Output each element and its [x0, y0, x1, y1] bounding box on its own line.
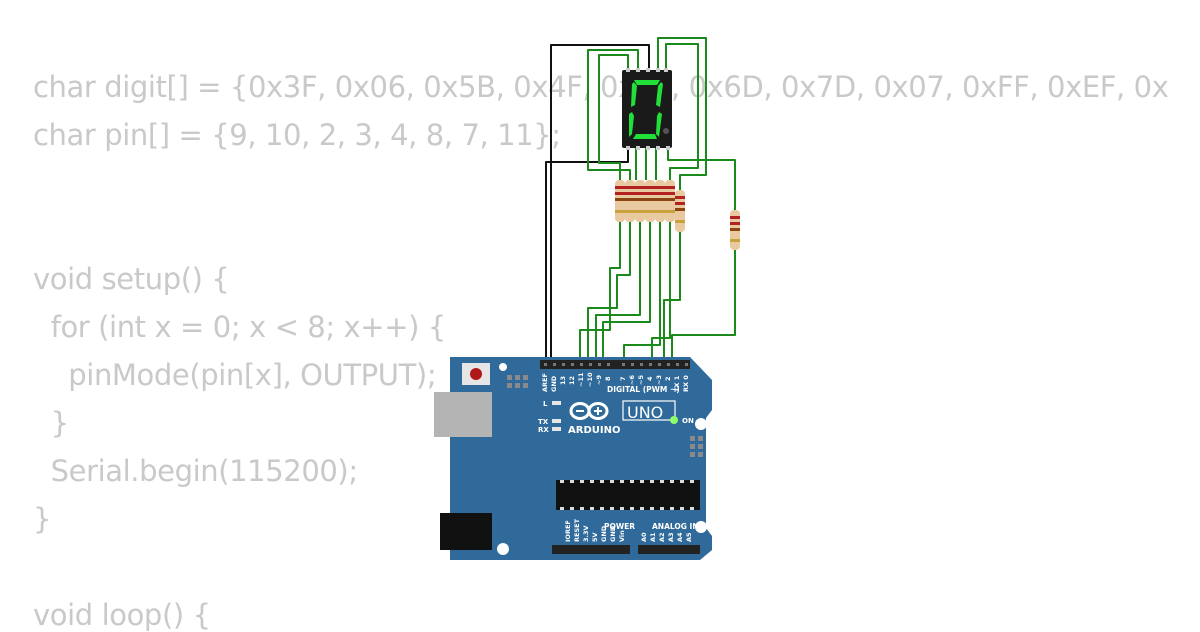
pin-label-5v: 5V — [591, 532, 599, 542]
pin-label-tx: TX 1 — [673, 375, 681, 392]
code-line-10: } — [33, 502, 52, 536]
code-line-12: void loop() { — [33, 598, 211, 632]
wire-r1[interactable] — [579, 222, 621, 365]
wire-gnd-top[interactable] — [550, 44, 650, 365]
resistor-4[interactable] — [645, 180, 655, 222]
wire-r8[interactable] — [671, 250, 736, 365]
model-label: UNO — [627, 403, 663, 422]
pin-label-13: 13 — [559, 376, 567, 385]
usb-port[interactable] — [434, 392, 492, 437]
pin-label-6: ~6 — [628, 375, 636, 385]
pin-label-3: ~3 — [655, 375, 663, 385]
uno-box — [622, 400, 676, 421]
pin-label-a5: A5 — [685, 532, 693, 542]
pin-label-11: ~11 — [577, 372, 585, 387]
pin-label-gnd: GND — [550, 375, 558, 392]
pin-label-vin: Vin — [618, 530, 626, 542]
pin-label-a0: A0 — [640, 532, 648, 542]
resistors — [615, 180, 740, 250]
on-label: ON — [682, 417, 694, 425]
digital-header[interactable] — [540, 360, 690, 369]
wire-r3[interactable] — [595, 222, 641, 365]
led-tx-label: TX — [538, 418, 549, 426]
analog-header[interactable] — [638, 545, 700, 554]
digital-pwm-label: DIGITAL (PWM ~) — [607, 385, 680, 394]
pin-label-7: 7 — [619, 376, 627, 381]
pin-label-reset: RESET — [573, 518, 581, 542]
led-l-label: L — [543, 400, 548, 408]
arduino-uno-board[interactable]: AREF GND 13 12 ~11 ~10 ~9 8 7 ~6 ~5 4 ~3… — [434, 357, 712, 560]
atmega-chip — [556, 480, 700, 510]
power-jack[interactable] — [440, 513, 492, 550]
resistor-2[interactable] — [625, 180, 635, 222]
brand-label: ARDUINO — [568, 425, 620, 436]
wire-seg-a[interactable] — [598, 54, 629, 180]
resistor-7[interactable] — [675, 190, 685, 232]
seven-segment-display[interactable]: 0 — [622, 68, 672, 150]
pin-label-10: ~10 — [586, 372, 594, 387]
pin-label-3v3: 3.3V — [582, 525, 590, 542]
decimal-point — [663, 128, 669, 134]
pin-label-12: 12 — [568, 376, 576, 385]
wires — [545, 37, 736, 365]
wire-seg-f[interactable] — [657, 37, 707, 190]
code-line-8: } — [33, 406, 69, 440]
power-led — [670, 416, 678, 424]
led-rx-label: RX — [538, 426, 549, 434]
arduino-logo-icon — [569, 402, 609, 420]
resistor-1[interactable] — [615, 180, 625, 222]
power-label: POWER — [604, 522, 635, 531]
pin-label-5: ~5 — [637, 375, 645, 385]
wire-seg-dp[interactable] — [667, 148, 736, 210]
pin-label-a4: A4 — [676, 532, 684, 542]
digit-segments — [629, 80, 663, 139]
pin-label-gnd2: GND — [609, 525, 617, 542]
pin-label-a3: A3 — [667, 532, 675, 542]
pin-label-gnd1: GND — [600, 525, 608, 542]
wire-r4[interactable] — [602, 222, 651, 365]
code-line-6: for (int x = 0; x < 8; x++) { — [33, 310, 447, 344]
wire-r7[interactable] — [663, 232, 681, 365]
wire-seg-g[interactable] — [665, 43, 699, 180]
analog-in-label: ANALOG IN — [652, 522, 699, 531]
pin-label-rx: RX 0 — [682, 375, 690, 392]
code-line-5: void setup() { — [33, 262, 230, 296]
resistor-8[interactable] — [730, 210, 740, 250]
pin-label-a2: A2 — [658, 532, 666, 542]
pin-label-2: 2 — [664, 376, 672, 381]
wire-r6[interactable] — [651, 222, 671, 365]
resistor-3[interactable] — [635, 180, 645, 222]
pin-label-9: ~9 — [595, 375, 603, 385]
power-header[interactable] — [552, 545, 630, 554]
code-line-9: Serial.begin(115200); — [33, 454, 358, 488]
wire-seg-b[interactable] — [587, 49, 639, 180]
wire-r2[interactable] — [587, 222, 631, 365]
resistor-5[interactable] — [655, 180, 665, 222]
resistor-6[interactable] — [665, 180, 675, 222]
pin-label-a1: A1 — [649, 532, 657, 542]
pin-label-4: 4 — [646, 376, 654, 381]
pin-label-ioref: IOREF — [564, 520, 572, 542]
pin-label-8: 8 — [604, 376, 612, 381]
code-line-7: pinMode(pin[x], OUTPUT); — [33, 358, 437, 392]
status-leds: L TX RX — [538, 400, 561, 434]
pin-label-aref: AREF — [541, 373, 549, 392]
wire-r5[interactable] — [623, 222, 661, 365]
